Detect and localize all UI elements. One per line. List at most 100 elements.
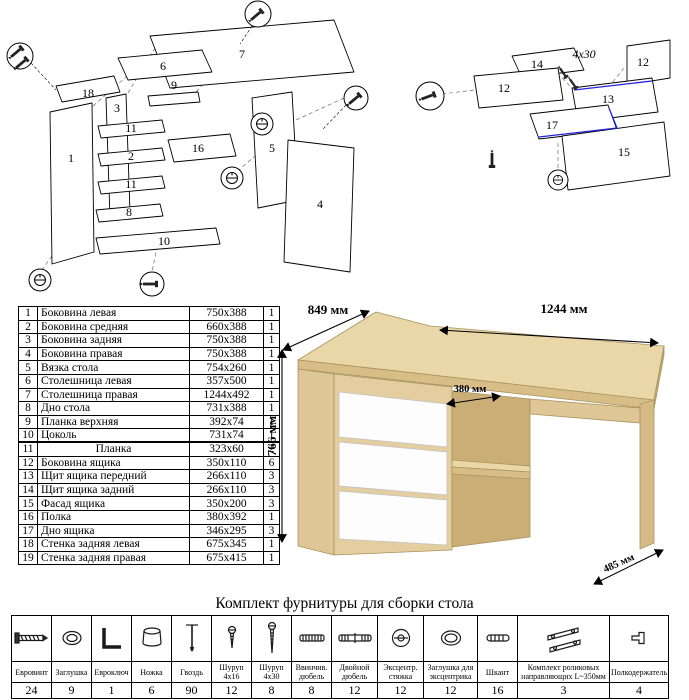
hardware-item-name: Евроключ (91, 660, 132, 684)
rail-4 (95, 203, 164, 223)
hardware-item-qty: 12 (377, 682, 424, 700)
parts-cell-name: Планка верхняя (37, 414, 190, 430)
dim-label-1244: 1244 мм (541, 301, 588, 316)
parts-cell-num: 2 (18, 319, 38, 335)
hardware-kit-title: Комплект фурнитуры для сборки стола (215, 595, 474, 612)
parts-cell-name: Полка (37, 509, 190, 525)
parts-cell-qty: 1 (263, 550, 280, 566)
parts-cell-name: Дно стола (37, 401, 190, 416)
rail-1 (97, 119, 166, 139)
parts-cell-num: 13 (18, 469, 38, 484)
label-part-12-left: 12 (498, 81, 510, 95)
callout-screw-1 (6, 42, 57, 91)
drawer-front-bottom (338, 490, 448, 546)
hardware-item-qty: 6 (131, 682, 172, 700)
rail-3 (97, 175, 166, 195)
hardware-item-qty: 8 (251, 682, 292, 700)
parts-cell-num: 7 (18, 387, 38, 403)
parts-cell-size: 266x110 (189, 469, 264, 484)
cam-lock-icon (552, 174, 564, 186)
parts-cell-name: Стенка задняя левая (37, 537, 190, 552)
dim-line-849 (282, 309, 370, 352)
parts-cell-num: 6 (18, 373, 38, 389)
parts-cell-name: Щит ящика задний (37, 482, 190, 498)
shelf-front-edge (451, 466, 531, 480)
hex-key-icon (91, 615, 132, 662)
callout-screw-3 (321, 85, 369, 131)
parts-cell-size: 660x388 (189, 319, 264, 335)
hardware-item-name: Эксцентр. стяжка (377, 660, 424, 684)
parts-cell-size: 357x500 (189, 373, 264, 389)
cabinet-side-panel (297, 368, 335, 556)
parts-cell-size: 754x260 (189, 360, 264, 375)
desk-body (297, 311, 665, 556)
dim-label-766: 766 мм (268, 416, 279, 457)
callout-cam-detail (547, 169, 569, 191)
hardware-item-name: Комплект роликовых направляющих L~350мм (517, 660, 610, 684)
parts-cell-size: 380x392 (189, 509, 264, 525)
parts-cell-name: Щит ящика передний (37, 469, 190, 484)
label-part-10: 10 (158, 234, 170, 248)
label-part-12-right: 12 (637, 55, 649, 69)
hardware-item-qty: 12 (211, 682, 252, 700)
drawer-front-middle (338, 441, 448, 496)
exploded-panels (49, 19, 355, 273)
parts-cell-size: 675x345 (189, 537, 264, 552)
label-part-7: 7 (239, 47, 245, 61)
drawer-side-panel-left (473, 67, 564, 109)
drawer-slides-icon (517, 615, 610, 662)
label-part-4: 4 (317, 197, 323, 211)
label-screw-size: 4x30 (572, 47, 595, 61)
parts-cell-size: 346x295 (189, 523, 264, 539)
desk-render: 849 мм 1244 мм 766 мм 380 мм 485 мм (268, 301, 665, 585)
parts-cell-name: Боковина ящика (37, 455, 190, 471)
parts-cell-num: 9 (18, 414, 38, 430)
hardware-item-name: Шкант (477, 660, 518, 684)
label-part-13: 13 (602, 92, 614, 106)
cap-icon (51, 615, 92, 662)
hardware-icon-row (11, 615, 670, 662)
parts-cell-num: 11 (18, 441, 38, 457)
rail-2 (97, 147, 166, 167)
parts-cell-size: 266x110 (189, 482, 264, 498)
hardware-item-qty: 90 (171, 682, 212, 700)
label-part-3: 3 (114, 101, 120, 115)
right-end-panel (639, 399, 655, 550)
hardware-item-name: Шуруп 4x30 (251, 660, 292, 684)
panel-right-side (283, 139, 355, 273)
parts-cell-size: 1244x492 (189, 387, 264, 403)
parts-cell-size: 731x74 (189, 428, 264, 443)
parts-cell-size: 750x388 (189, 346, 264, 362)
callout-cam-3 (220, 166, 244, 190)
parts-cell-num: 8 (18, 401, 38, 416)
parts-cell-num: 4 (18, 346, 38, 362)
parts-cell-size: 350x110 (189, 455, 264, 471)
double-dowel-icon (331, 615, 378, 662)
hardware-item-qty: 24 (11, 682, 52, 700)
dim-label-380: 380 мм (454, 384, 487, 395)
parts-cell-name: Фасад ящика (37, 496, 190, 511)
screw-small-icon (211, 615, 252, 662)
label-part-14: 14 (531, 57, 543, 71)
hardware-item-qty: 4 (608, 682, 670, 700)
dimension-lines (277, 309, 664, 585)
label-part-11b: 11 (125, 177, 137, 191)
hardware-item-qty: 1 (91, 682, 132, 700)
shelf-pin-icon (608, 615, 670, 662)
leg-icon (131, 615, 172, 662)
hardware-item-name: Шуруп 4x16 (211, 660, 252, 684)
hardware-item-name: Ножка (131, 660, 172, 684)
